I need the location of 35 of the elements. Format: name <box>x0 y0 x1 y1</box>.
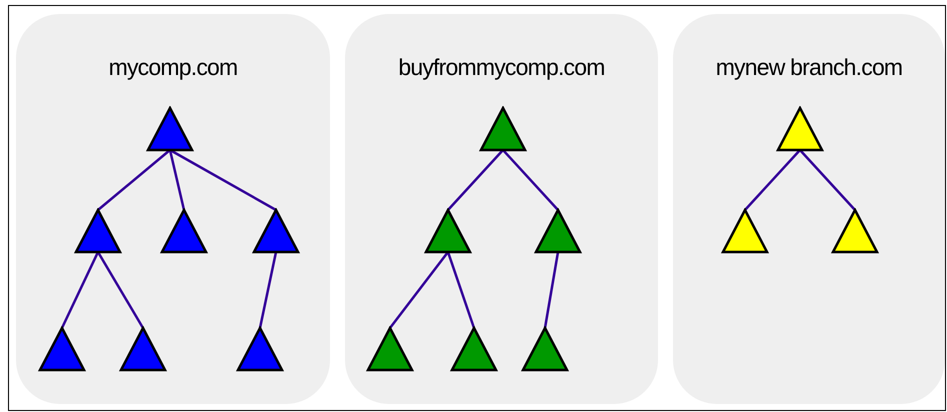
triangle-node <box>160 208 208 254</box>
triangle-node <box>236 326 284 372</box>
domain-panel <box>673 14 945 404</box>
connector-line <box>799 149 856 211</box>
panel-title: mycomp.com <box>108 53 238 82</box>
panel-title: buyfrommycomp.com <box>397 53 606 82</box>
triangle-node <box>450 326 498 372</box>
connector-line <box>258 252 278 328</box>
connector-line <box>60 251 100 329</box>
triangle-node <box>479 106 527 152</box>
connector-line <box>169 148 277 212</box>
triangle-node <box>252 208 300 254</box>
triangle-node <box>38 326 86 372</box>
triangle-node <box>521 326 569 372</box>
domain-panel <box>16 14 330 404</box>
triangle-node <box>534 208 582 254</box>
connector-line <box>168 150 186 210</box>
triangle-node <box>74 208 122 254</box>
triangle-node <box>831 208 879 254</box>
triangle-node <box>776 106 824 152</box>
domain-panel <box>345 14 658 404</box>
connector-line <box>744 149 801 211</box>
connector-line <box>544 252 560 328</box>
connector-line <box>97 149 171 211</box>
connector-line <box>389 251 449 329</box>
connector-line <box>447 149 504 211</box>
triangle-node <box>721 208 769 254</box>
connector-line <box>96 251 144 329</box>
triangle-node <box>119 326 167 372</box>
connector-line <box>502 149 559 211</box>
triangle-node <box>424 208 472 254</box>
triangle-node <box>146 106 194 152</box>
connector-line <box>446 252 476 328</box>
panel-title: mynew branch.com <box>714 53 904 82</box>
triangle-node <box>366 326 414 372</box>
